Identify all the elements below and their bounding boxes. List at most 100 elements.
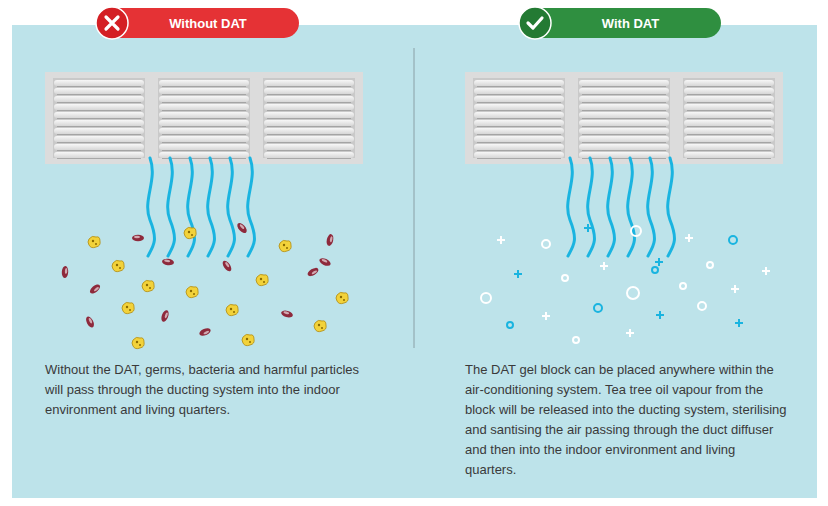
- description-text: The DAT gel block can be placed anywhere…: [465, 360, 787, 480]
- louver-shadow: [57, 134, 141, 135]
- louver: [579, 152, 669, 158]
- bacteria-shine: [134, 236, 140, 238]
- louver: [474, 136, 564, 142]
- louver-shadow: [162, 86, 246, 87]
- germ-dot: [139, 344, 141, 346]
- airflow-line: [668, 158, 675, 256]
- louver-shadow: [57, 142, 141, 143]
- airflow-line: [148, 158, 155, 256]
- louver-shadow: [57, 102, 141, 103]
- germ-red: [236, 221, 249, 234]
- badge-icon: [518, 6, 552, 40]
- germ-yellow: [186, 286, 198, 297]
- germ-body: [122, 302, 134, 313]
- status-badge: Without DAT: [97, 8, 299, 38]
- germ-yellow: [226, 304, 238, 315]
- air-bubble: [507, 322, 513, 328]
- germ-red: [132, 235, 144, 241]
- germ-dot: [230, 308, 232, 310]
- bacteria-shine: [65, 268, 68, 274]
- air-bubble: [481, 293, 491, 303]
- louver: [264, 136, 354, 142]
- louver: [159, 112, 249, 118]
- louver-shadow: [477, 102, 561, 103]
- louver: [264, 88, 354, 94]
- germ-yellow: [184, 227, 196, 238]
- sanitise-plus: [731, 285, 739, 293]
- louver: [474, 144, 564, 150]
- vent-section: [473, 78, 565, 158]
- airflow-lines: [148, 158, 675, 256]
- germ-red: [221, 259, 233, 273]
- louver: [54, 152, 144, 158]
- louver: [684, 88, 774, 94]
- louver-shadow: [162, 134, 246, 135]
- sanitise-plus: [497, 236, 505, 244]
- louver: [159, 128, 249, 134]
- louver-shadow: [477, 150, 561, 151]
- bacteria-body: [132, 235, 144, 241]
- sanitise-plus: [514, 270, 522, 278]
- germ-body: [184, 227, 196, 238]
- louver: [264, 104, 354, 110]
- louver: [159, 88, 249, 94]
- louver: [159, 152, 249, 158]
- louver: [159, 144, 249, 150]
- louver-shadow: [267, 110, 351, 111]
- germ-dot: [190, 290, 192, 292]
- louver: [264, 112, 354, 118]
- louver-shadow: [582, 110, 666, 111]
- airflow-line: [228, 158, 235, 256]
- divider-line: [414, 48, 415, 348]
- louver-shadow: [267, 158, 351, 159]
- louver: [579, 80, 669, 86]
- vent-section: [158, 78, 250, 158]
- louver: [474, 120, 564, 126]
- louver: [684, 152, 774, 158]
- germ-red: [88, 283, 101, 296]
- vent-section: [53, 78, 145, 158]
- germ-dot: [249, 341, 251, 343]
- louver-shadow: [57, 110, 141, 111]
- germ-dot: [92, 240, 94, 242]
- louver-shadow: [267, 126, 351, 127]
- louver: [264, 80, 354, 86]
- louver: [579, 120, 669, 126]
- louver-shadow: [477, 158, 561, 159]
- sanitise-plus: [762, 267, 770, 275]
- air-bubble: [562, 275, 568, 281]
- louver-shadow: [57, 158, 141, 159]
- louver: [54, 120, 144, 126]
- louver-shadow: [162, 118, 246, 119]
- airflow-line: [628, 158, 635, 256]
- louver-shadow: [57, 118, 141, 119]
- germ-red: [280, 309, 293, 318]
- louver: [474, 104, 564, 110]
- germ-dot: [129, 309, 131, 311]
- sanitise-plus: [542, 312, 550, 320]
- germ-dot: [321, 327, 323, 329]
- airflow-line: [208, 158, 215, 256]
- louver-shadow: [687, 102, 771, 103]
- germ-body: [336, 292, 348, 303]
- louver-shadow: [162, 94, 246, 95]
- germ-yellow: [279, 240, 291, 251]
- germ-dot: [188, 231, 190, 233]
- germ-dot: [286, 247, 288, 249]
- louver-shadow: [582, 150, 666, 151]
- germ-dot: [126, 306, 128, 308]
- louver: [264, 120, 354, 126]
- airflow-line: [568, 158, 575, 256]
- germ-dot: [233, 311, 235, 313]
- louver-shadow: [162, 102, 246, 103]
- louver-shadow: [162, 150, 246, 151]
- air-bubble: [652, 267, 658, 273]
- background-panel: [12, 25, 817, 498]
- louver: [684, 104, 774, 110]
- germ-red: [162, 258, 175, 266]
- louver-shadow: [582, 102, 666, 103]
- louver: [474, 96, 564, 102]
- vent-frame: [465, 72, 783, 164]
- bacteria-body: [280, 309, 293, 318]
